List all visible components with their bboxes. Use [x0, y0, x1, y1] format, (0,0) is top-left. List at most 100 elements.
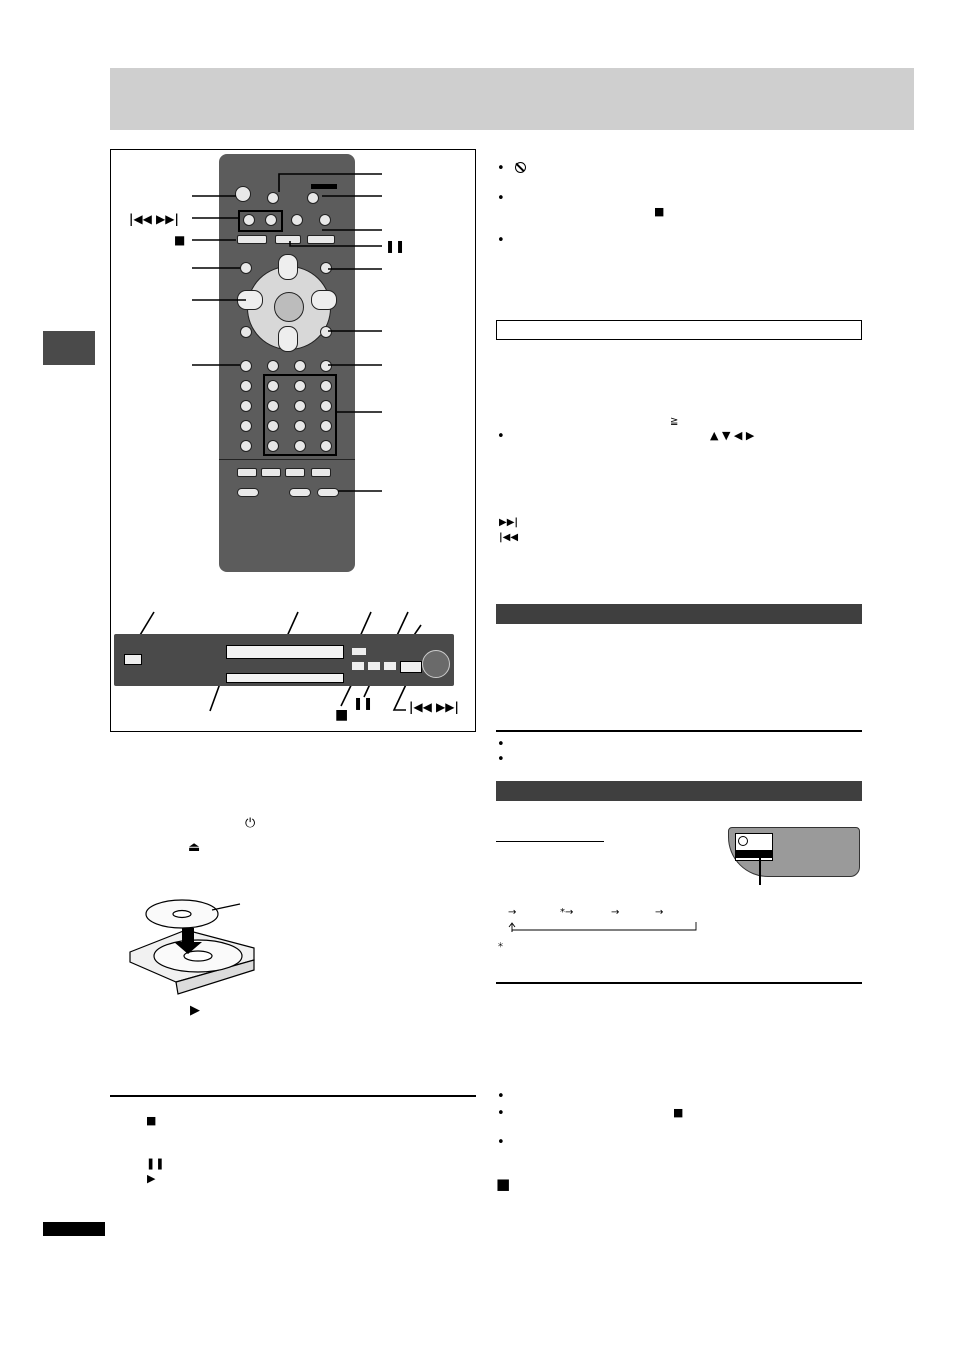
- skip-forward-symbol: ▶▶|: [499, 517, 519, 528]
- side-button-1[interactable]: [240, 380, 252, 392]
- side-button-2[interactable]: [240, 400, 252, 412]
- display-window: [226, 673, 344, 683]
- return-button[interactable]: [320, 326, 332, 338]
- power-button[interactable]: [235, 186, 251, 202]
- player-stop-button[interactable]: [352, 662, 364, 670]
- footnote-asterisk: ＊: [497, 941, 504, 949]
- controls-figure: [110, 149, 476, 732]
- sub-button[interactable]: [289, 488, 311, 497]
- arrow: *→: [560, 907, 574, 918]
- color-button[interactable]: [261, 468, 281, 477]
- list-bullet: •: [497, 1135, 505, 1150]
- stop-inline-symbol: ■: [146, 1114, 157, 1127]
- player-play-button[interactable]: [384, 662, 396, 670]
- onscreen-display-illustration: [728, 827, 860, 877]
- right-section-rule: [496, 730, 862, 732]
- search-back-button[interactable]: [291, 214, 303, 226]
- list-bullet: •: [497, 161, 505, 176]
- return-button-left[interactable]: [240, 326, 252, 338]
- player-pause-label: ❚❚: [353, 696, 374, 710]
- display-button[interactable]: [240, 360, 252, 372]
- stop-button[interactable]: [237, 235, 267, 244]
- skip-back-button[interactable]: [243, 214, 255, 226]
- cursor-right-button[interactable]: [311, 290, 337, 310]
- left-section-rule: [110, 1095, 476, 1097]
- play-symbol: ▶: [190, 1003, 200, 1018]
- osd-highlight: [735, 850, 773, 858]
- pause-button[interactable]: [275, 235, 301, 244]
- row-button-2[interactable]: [267, 360, 279, 372]
- eject-symbol: ⏏: [188, 840, 201, 855]
- enter-button[interactable]: [274, 292, 304, 322]
- cursor-arrows-symbols: ▲ ▼ ◀ ▶: [710, 429, 755, 442]
- list-bullet: •: [497, 191, 505, 206]
- list-bullet: •: [497, 429, 505, 444]
- disc-tray: [226, 645, 344, 659]
- section-heading-bar: [496, 781, 862, 801]
- list-bullet: •: [497, 1106, 505, 1121]
- top-menu-button[interactable]: [240, 262, 252, 274]
- skip-pair-label: |◀◀ ▶▶|: [129, 212, 179, 226]
- player-open-close-button[interactable]: [352, 648, 366, 655]
- pause-inline-symbol: ❚❚: [146, 1157, 165, 1170]
- prohibited-icon: [515, 162, 526, 173]
- cursor-down-button[interactable]: [278, 326, 298, 352]
- side-button-4[interactable]: [240, 440, 252, 452]
- player-pause-button[interactable]: [368, 662, 380, 670]
- arrow: →: [611, 907, 620, 918]
- stop-inline-symbol: ■: [654, 205, 665, 218]
- callout-lines: [127, 173, 422, 712]
- open-close-button[interactable]: [307, 192, 319, 204]
- remote-button[interactable]: [267, 192, 279, 204]
- row-button-3[interactable]: [294, 360, 306, 372]
- number-button[interactable]: [267, 400, 279, 412]
- skip-forward-button[interactable]: [265, 214, 277, 226]
- list-bullet: •: [497, 233, 505, 248]
- pause-label: ❚❚: [385, 239, 406, 253]
- menu-button[interactable]: [320, 262, 332, 274]
- stop-inline-symbol: ■: [673, 1106, 684, 1119]
- player-skip-label: |◀◀ ▶▶|: [409, 700, 459, 714]
- dvd-player-front: [114, 634, 454, 686]
- mode-cycle-diagram: [508, 922, 697, 932]
- note-box: [496, 320, 862, 340]
- number-button[interactable]: [294, 400, 306, 412]
- number-button[interactable]: [320, 380, 332, 392]
- number-button[interactable]: [294, 380, 306, 392]
- player-volume-knob[interactable]: [422, 650, 450, 678]
- right-section-rule: [496, 982, 862, 984]
- side-button-3[interactable]: [240, 420, 252, 432]
- cancel-button[interactable]: [320, 360, 332, 372]
- page-header-band: [110, 68, 914, 130]
- underlined-subheading: [496, 841, 604, 842]
- color-button[interactable]: [311, 468, 331, 477]
- number-button[interactable]: [294, 420, 306, 432]
- player-skip-buttons[interactable]: [400, 661, 422, 673]
- player-power-button[interactable]: [124, 654, 142, 665]
- number-button[interactable]: [267, 420, 279, 432]
- skip-buttons-frame: [238, 210, 283, 232]
- sub-button[interactable]: [237, 488, 259, 497]
- numeric-keypad-frame: [263, 374, 337, 456]
- osd-callout-line: [759, 858, 761, 885]
- number-button[interactable]: [267, 380, 279, 392]
- remote-control: [219, 154, 355, 572]
- cursor-up-button[interactable]: [278, 254, 298, 280]
- list-bullet: •: [497, 737, 505, 752]
- number-button[interactable]: [320, 400, 332, 412]
- number-button[interactable]: [320, 440, 332, 452]
- side-button-5[interactable]: [267, 440, 279, 452]
- number-button[interactable]: [320, 420, 332, 432]
- remote-divider: [219, 459, 355, 460]
- player-stop-label: ■: [335, 707, 349, 723]
- color-button[interactable]: [237, 468, 257, 477]
- color-button[interactable]: [285, 468, 305, 477]
- stop-label: ■: [174, 233, 186, 247]
- search-forward-button[interactable]: [319, 214, 331, 226]
- play-button[interactable]: [307, 235, 335, 244]
- arrow: →: [508, 907, 517, 918]
- stop-heading-symbol: ■: [496, 1175, 511, 1193]
- play-mode-button[interactable]: [317, 488, 339, 497]
- clock-icon: [738, 836, 748, 846]
- number-button[interactable]: [294, 440, 306, 452]
